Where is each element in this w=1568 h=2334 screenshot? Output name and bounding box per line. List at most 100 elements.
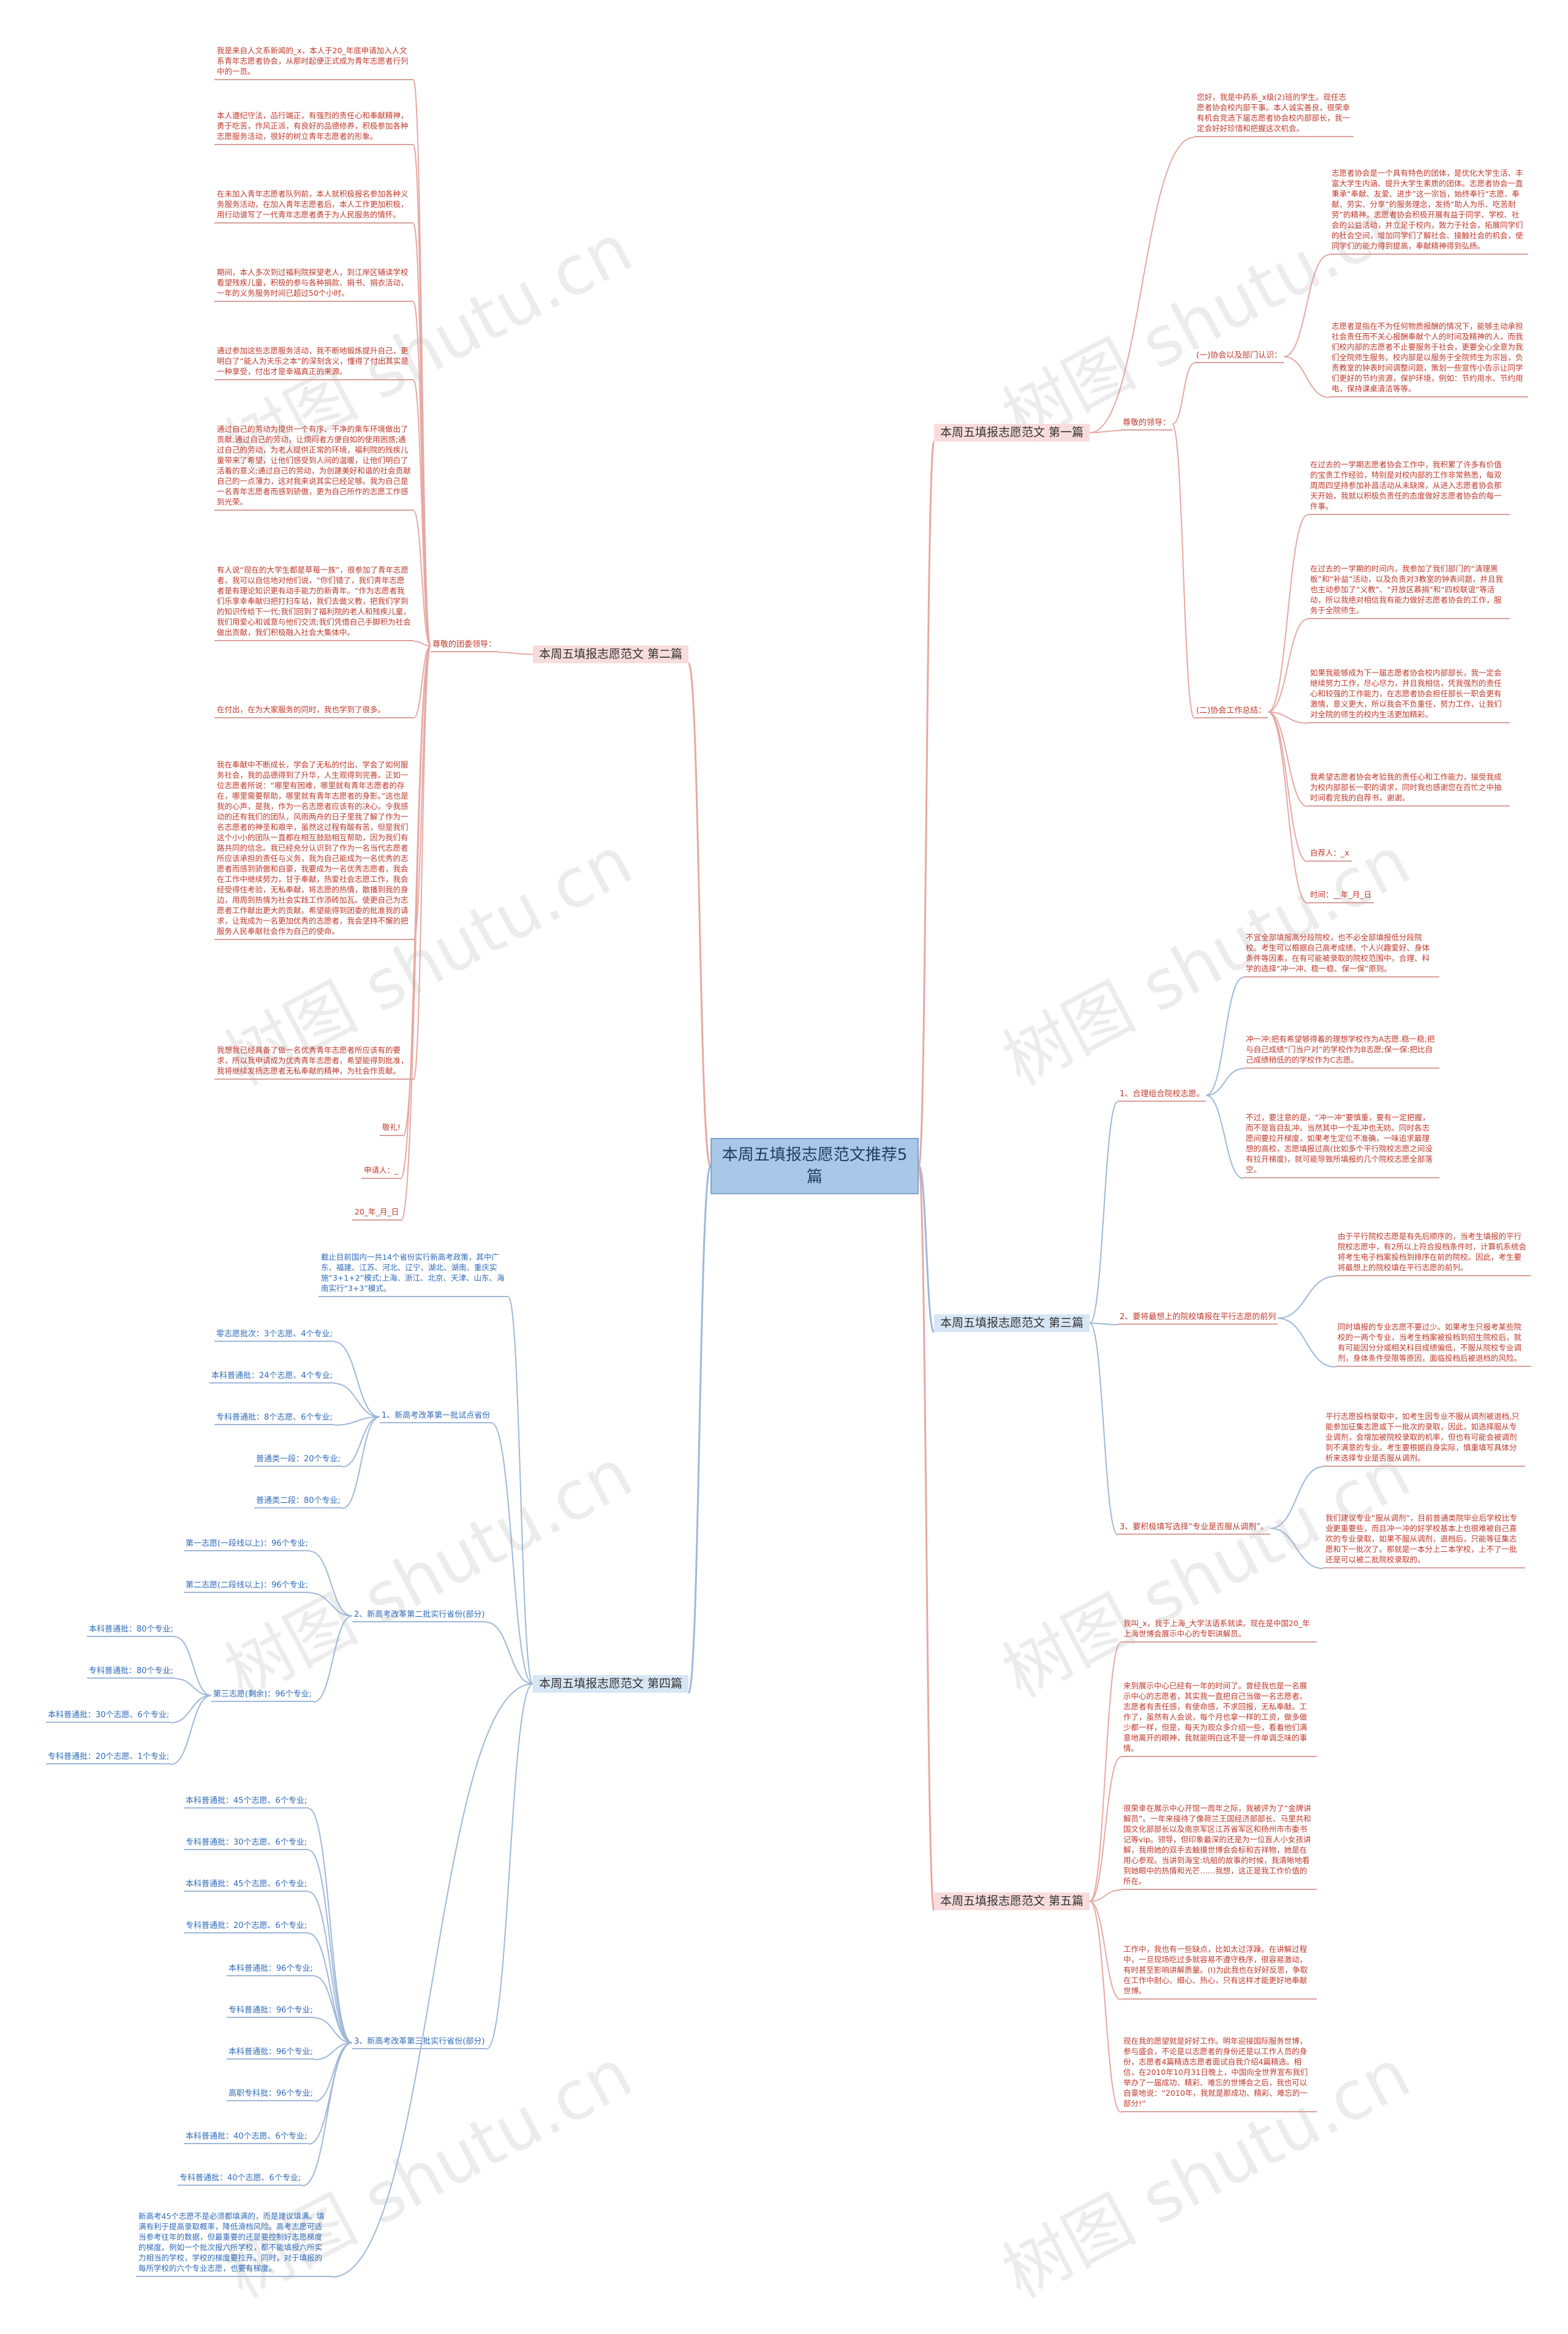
b2-p2: 本人遵纪守法，品行端正，有强烈的责任心和奉献精神，勇于吃苦，作风正派，有良好的品… xyxy=(214,109,413,145)
connector-line xyxy=(1267,711,1308,807)
connector-line xyxy=(1277,1317,1336,1368)
connector-line xyxy=(508,1297,533,1685)
connector-line xyxy=(175,1636,212,1696)
b4-g2-item: 第三志愿(剩余)：96个专业; xyxy=(211,1689,314,1702)
b4-g3-item: 专科普通批：30个志愿、6个专业; xyxy=(184,1837,309,1850)
connector-line xyxy=(1205,1068,1244,1096)
b5-p3: 很荣幸在展示中心开馆一周年之际，我被评为了“金牌讲解员”。一年来接待了像荷兰王国… xyxy=(1121,1802,1317,1890)
connector-line xyxy=(413,645,431,719)
b1-date: 时间：__年_月_日 xyxy=(1308,888,1374,903)
connector-line xyxy=(1089,1642,1121,1902)
b4-g3-item: 本科普通批：45个志愿、6个专业; xyxy=(184,1879,309,1892)
b4-g3-item: 专科普通批：40个志愿、6个专业; xyxy=(178,2173,303,2186)
b4-intro: 截止目前国内一共14个省份实行新高考政策，其中广东、福建、江苏、河北、辽宁、湖北… xyxy=(318,1251,508,1297)
branch-article-5[interactable]: 本周五填报志愿范文 第五篇 xyxy=(934,1892,1090,1910)
connector-line xyxy=(1089,137,1195,434)
b2-p3: 在未加入青年志愿者队列前，本人就积极报名参加各种义务服务活动，在加入青年志愿者后… xyxy=(214,187,413,224)
connector-line xyxy=(170,1695,212,1723)
b1-sub2-p4: 我希望志愿者协会考验我的责任心和工作能力，接受我成为校内部部长一职的请求，同时我… xyxy=(1308,770,1510,807)
connector-line xyxy=(413,380,431,647)
connector-line xyxy=(334,1341,380,1418)
connector-line xyxy=(687,1165,712,1694)
connector-line xyxy=(486,1683,533,2050)
b4-g2-left: 专科普通批：80个专业; xyxy=(87,1666,175,1679)
b1-sub1-label: (一)协会以及部门认识： xyxy=(1194,350,1284,363)
branch-article-3[interactable]: 本周五填报志愿范文 第三篇 xyxy=(934,1314,1090,1332)
b5-p1: 我叫_x，我于上海_大学法语系就读。现在是中国20_年上海世博会展示中心的专职讲… xyxy=(1121,1617,1317,1643)
b2-p13: 20_年_月_日 xyxy=(352,1205,402,1221)
connector-line xyxy=(334,1416,380,1426)
b4-g3-item: 高职专科批：96个专业; xyxy=(227,2088,315,2101)
connector-line xyxy=(1172,423,1195,719)
branch-article-4[interactable]: 本周五填报志愿范文 第四篇 xyxy=(533,1675,689,1693)
connector-line xyxy=(497,652,533,655)
root-topic[interactable]: 本周五填报志愿范文推荐5篇 xyxy=(710,1138,919,1194)
b3-s3-p1: 平行志愿投档录取中，如考生因专业不服从调剂被退档,只能参加征集志愿或下一批次的录… xyxy=(1323,1410,1525,1467)
b3-s1-p3: 不过，要注意的是，“冲一冲”要慎重，要有一定把握，而不是盲目乱冲。当然其中一个乱… xyxy=(1243,1111,1439,1178)
b3-s2-p2: 同时填报的专业志愿不要过少。如果考生只报考某些院校的一两个专业，当考生档案被投档… xyxy=(1335,1320,1531,1367)
b3-s1: 1、合理组合院校志愿。 xyxy=(1118,1089,1207,1102)
branch-article-2[interactable]: 本周五填报志愿范文 第二篇 xyxy=(533,646,689,663)
b4-g2-left: 本科普通批：80个专业; xyxy=(87,1624,175,1637)
connector-line xyxy=(918,1165,935,1333)
b2-greeting: 尊敬的团委领导： xyxy=(431,639,499,652)
b5-p2: 来到展示中心已经有一年的时间了。曾经我也是一名展示中心的志愿者，其实我一直把自己… xyxy=(1121,1679,1317,1757)
connector-line xyxy=(1089,1756,1121,1902)
connector-line xyxy=(1089,1101,1118,1324)
connector-line xyxy=(918,1165,935,1911)
b2-p1: 我是来自人文系新闻的_x，本人于20_年底申请加入人文系青年志愿者协会，从那时起… xyxy=(214,44,413,80)
connector-line xyxy=(175,1678,212,1696)
connector-line xyxy=(486,1622,533,1685)
b5-p4: 工作中，我也有一些缺点，比如太过浮躁。在讲解过程中，一旦现场吃过多就容易不遵守秩… xyxy=(1121,1943,1317,2000)
b4-g1-item: 零志愿批次：3个志愿、4个专业; xyxy=(214,1329,334,1342)
connector-line xyxy=(334,1383,380,1418)
b2-p5: 通过参加这些志愿服务活动，我不断地锻炼提升自己，更明白了“能人为天乐之本”的深刻… xyxy=(214,344,413,380)
connector-line xyxy=(1283,356,1330,398)
b1-greeting: 尊敬的领导： xyxy=(1121,418,1173,431)
connector-line xyxy=(331,1683,533,2278)
connector-line xyxy=(1267,711,1308,724)
b4-g1-item: 专科普通批：8个志愿、6个专业; xyxy=(214,1412,334,1425)
connector-line xyxy=(1277,1276,1336,1319)
b4-g3-item: 专科普通批：96个专业; xyxy=(227,2005,315,2018)
b4-group2: 2、新高考改革第二批实行省份(部分) xyxy=(352,1609,487,1622)
b4-g3-item: 本科普通批：96个专业; xyxy=(227,1963,315,1976)
b3-s2-p1: 由于平行院校志愿是有先后顺序的，当考生填报的平行院校志愿中，有2所以上符合投档条… xyxy=(1335,1230,1531,1276)
connector-line xyxy=(170,1695,212,1765)
connector-line xyxy=(342,1416,380,1509)
b2-p8: 在付出，在为大家服务的同时，我也学到了很多。 xyxy=(214,703,413,718)
b4-group1: 1、新高考改革第一批试点省份 xyxy=(380,1410,492,1423)
connector-line xyxy=(302,2042,353,2186)
connector-line xyxy=(413,641,431,647)
b1-sub1-p2: 志愿者是指在不为任何物质报酬的情况下，能够主动承担社会责任而不关心报酬奉献个人的… xyxy=(1329,320,1528,397)
connector-line xyxy=(313,1615,353,1703)
connector-line xyxy=(309,1592,353,1617)
b1-sub1-p1: 志愿者协会是一个具有特色的团体，是优化大学生活、丰富大学生内涵、提升大学生素质的… xyxy=(1329,167,1528,255)
connector-line xyxy=(308,1850,353,2044)
b1-sign: 自荐人：_x xyxy=(1308,846,1352,862)
connector-line xyxy=(1267,514,1308,713)
connector-line xyxy=(1089,430,1121,434)
connector-line xyxy=(1089,1889,1121,1902)
connector-line xyxy=(1089,1322,1118,1325)
b2-p10: 我想我已经具备了做一名优秀青年志愿者所应该有的要求，所以我申请成为优秀青年志愿者… xyxy=(214,1044,413,1080)
b4-group3: 3、新高考改革第三批实行省份(部分) xyxy=(352,2036,487,2049)
connector-line xyxy=(1089,1900,1121,2113)
b4-outro: 新高考45个志愿不是必须都填满的，而是建议填满。填满有利于提高录取概率，降低滑档… xyxy=(136,2210,332,2277)
b4-g3-item: 专科普通批：20个志愿、6个专业; xyxy=(184,1921,309,1933)
b3-s1-p1: 不宜全部填报高分段院校，也不必全部填报低分段院校。考生可以根据自己高考成绩、个人… xyxy=(1243,931,1439,977)
branch-article-1[interactable]: 本周五填报志愿范文 第一篇 xyxy=(934,424,1090,442)
b1-sub2-p2: 在过去的一学期的时间内，我参加了我们部门的“清理黑板”和“补益”活动，以及负责对… xyxy=(1308,562,1510,619)
b2-p11: 敬礼! xyxy=(380,1121,404,1136)
b2-p7: 有人说“现在的大学生都是草莓一族”，很参加了青年志愿者，我可以自信地对他们说，“… xyxy=(214,563,413,641)
b2-p6: 通过自己的劳动为提供一个有序、干净的乘车环境做出了贡献;通过自己的劳动，让烦闷者… xyxy=(214,423,413,511)
connector-line xyxy=(1267,619,1308,713)
connector-line xyxy=(1172,363,1195,425)
b3-s2: 2、要将最想上的院校填报在平行志愿的前列 xyxy=(1118,1312,1278,1325)
b2-p4: 期间，本人多次到过福利院探望老人，到江岸区辅读学校看望残疾儿童，积极的参与各种捐… xyxy=(214,266,413,302)
b4-g3-item: 本科普通批：40个志愿、6个专业; xyxy=(184,2131,309,2144)
connector-line xyxy=(1089,1900,1121,2000)
connector-line xyxy=(314,1976,353,2044)
